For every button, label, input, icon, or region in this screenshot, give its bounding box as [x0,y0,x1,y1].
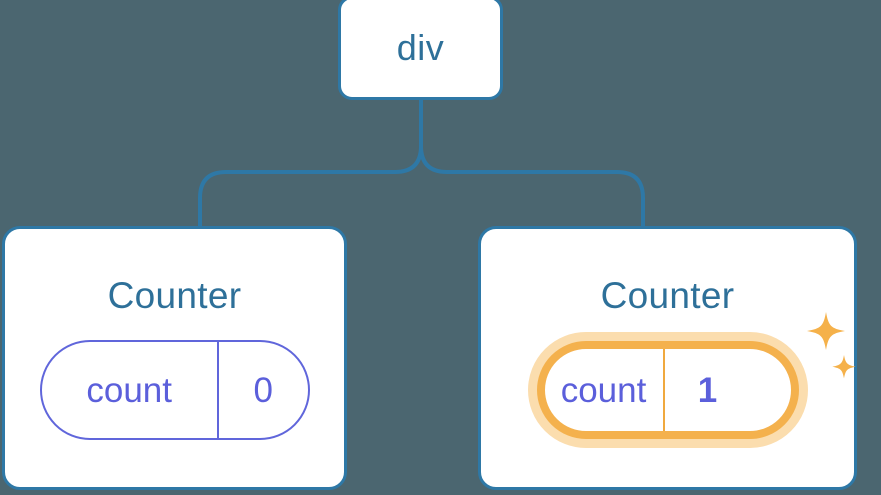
node-counter-left[interactable]: Counter count 0 [2,226,347,490]
state-key-label: count [86,370,172,410]
node-div-label: div [396,27,445,68]
counter-right-state-wrap: count 1 [527,312,856,448]
node-counter-right[interactable]: Counter count 1 [478,226,857,490]
sparkle-icon-large [806,312,845,350]
state-value-label: 0 [216,342,308,438]
edge-to-right-counter [419,144,645,228]
counter-left-title: Counter [107,275,242,316]
counter-right-title: Counter [600,275,735,316]
state-key-label: count [560,370,647,410]
state-pill-count-1-highlighted[interactable]: count 1 [527,332,808,448]
node-div[interactable]: div [338,0,503,100]
sparkle-icon-small [831,355,856,379]
state-value-label: 1 [662,349,751,431]
state-pill-count-0[interactable]: count 0 [39,340,310,440]
state-pill-inner: count 1 [536,341,799,439]
edge-to-left-counter [198,144,423,228]
counter-left-state-wrap: count 0 [39,340,310,440]
sparkles-group [806,312,856,379]
